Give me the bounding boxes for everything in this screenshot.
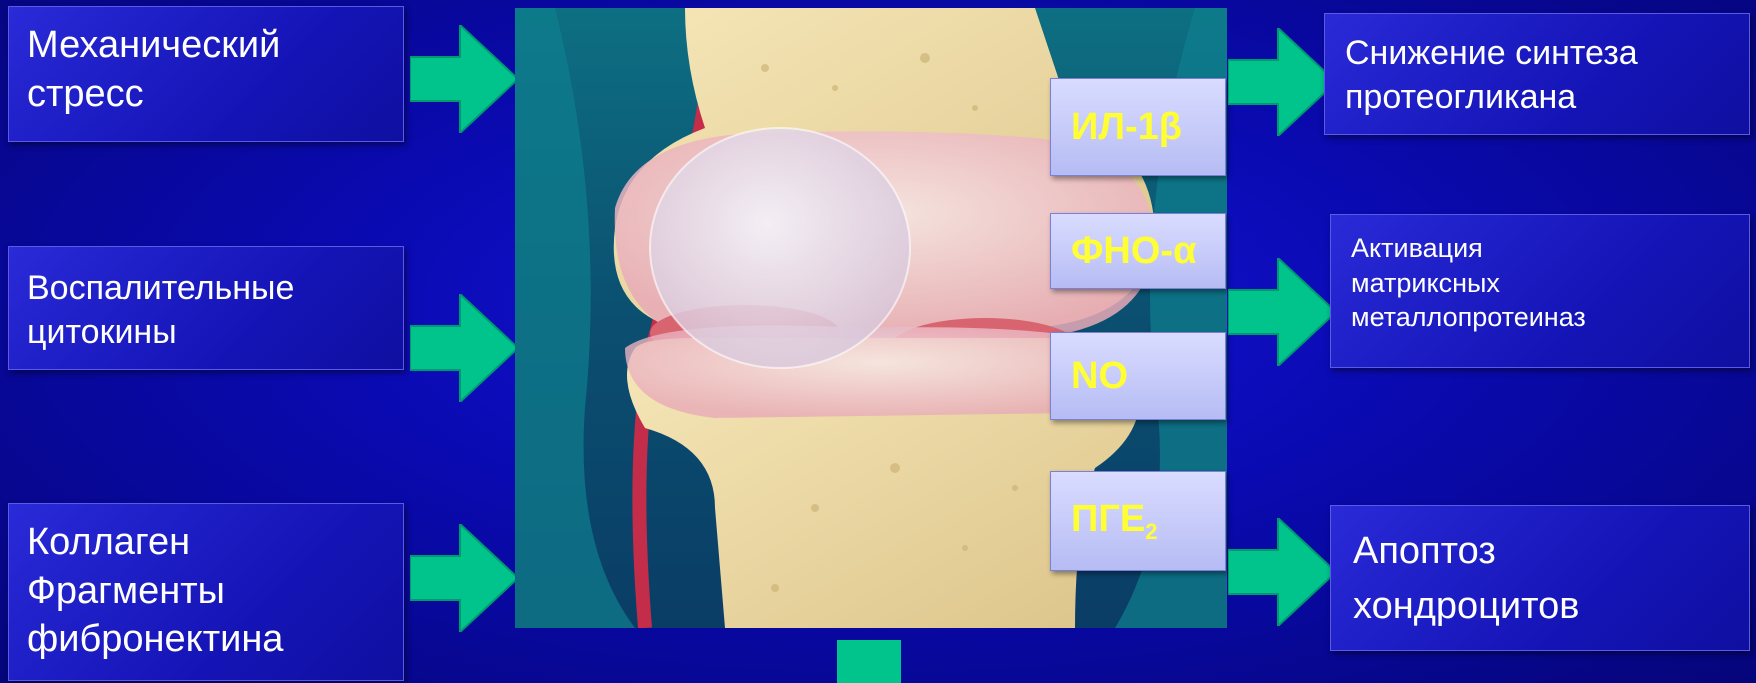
effect-line: металлопротеиназ [1351,300,1731,335]
arrow-right-icon [410,524,520,632]
cause-box-mechanical-stress: Механический стресс [8,6,404,142]
cause-line: Воспалительные [27,267,385,311]
cause-line: Коллаген [27,518,385,567]
arrow-down-icon [837,640,901,683]
cause-line: Фрагменты [27,567,385,616]
effect-box-mmp-activation: Активация матриксных металлопротеиназ [1330,214,1750,368]
arrow-right-icon [1228,28,1338,136]
mediator-subscript: 2 [1145,519,1157,544]
mediator-box-no: NO [1050,332,1226,420]
mediator-label: NO [1071,355,1128,398]
effect-line: Снижение синтеза [1345,32,1731,76]
arrow-right-icon [1228,258,1338,366]
effect-line: Апоптоз [1353,524,1731,579]
cause-line: цитокины [27,311,385,355]
cause-line: фибронектина [27,615,385,664]
mediator-box-pge2: ПГЕ2 [1050,471,1226,571]
mediator-box-il-1-beta: ИЛ-1β [1050,78,1226,176]
cause-box-inflammatory-cytokines: Воспалительные цитокины [8,246,404,370]
cause-line: Механический [27,21,385,70]
effect-box-chondrocyte-apoptosis: Апоптоз хондроцитов [1330,505,1750,651]
effect-line: Активация [1351,231,1731,266]
arrow-right-icon [410,294,520,402]
effect-box-proteoglycan-synthesis: Снижение синтеза протеогликана [1324,13,1750,135]
effect-line: хондроцитов [1353,579,1731,634]
mediator-label: ИЛ-1β [1071,106,1182,149]
mediator-box-tnf-alpha: ФНО-α [1050,213,1226,289]
arrow-right-icon [1228,518,1338,626]
cause-line: стресс [27,70,385,119]
mediator-label: ФНО-α [1071,230,1196,273]
mediator-label: ПГЕ2 [1071,498,1157,545]
effect-line: протеогликана [1345,76,1731,120]
effect-line: матриксных [1351,266,1731,301]
arrow-right-icon [410,25,520,133]
cause-box-collagen-fibronectin: Коллаген Фрагменты фибронектина [8,503,404,681]
